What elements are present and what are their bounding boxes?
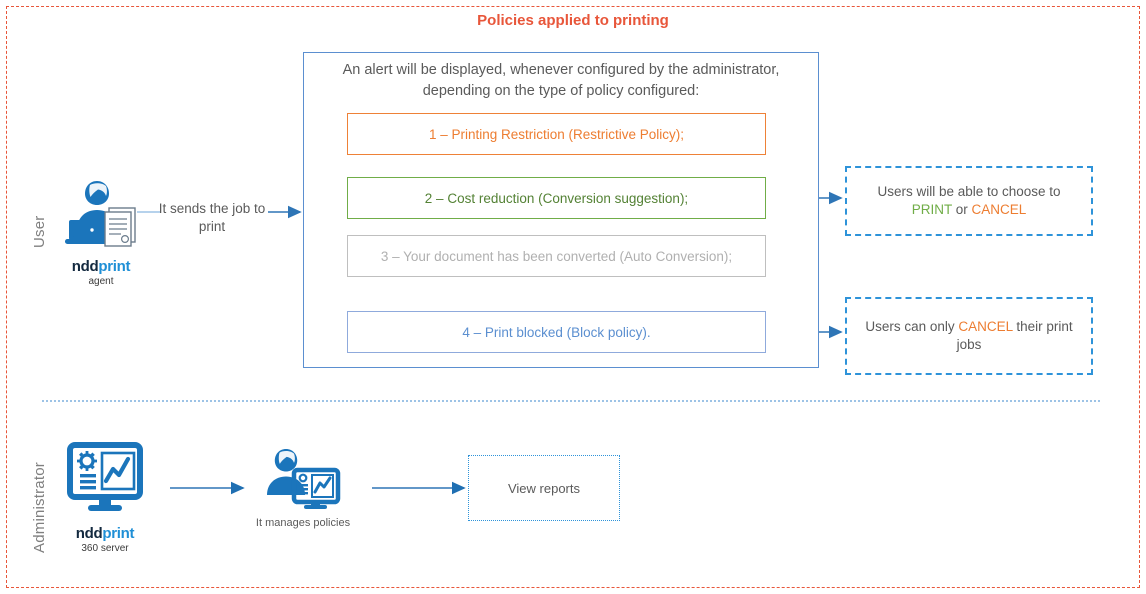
agent-icon-block: nddprint agent bbox=[56, 176, 146, 288]
monitor-gear-chart-icon bbox=[67, 442, 143, 511]
admin-person-monitor-icon bbox=[267, 449, 341, 509]
outer-frame bbox=[6, 6, 1140, 588]
flow-caption-send-job: It sends the job to print bbox=[158, 201, 266, 234]
admin-icon-block: It manages policies bbox=[255, 447, 351, 531]
policy-box-1[interactable]: 1 – Printing Restriction (Restrictive Po… bbox=[347, 113, 766, 155]
server-icon-block: nddprint 360 server bbox=[57, 441, 153, 555]
outcome-1-keyword-cancel: CANCEL bbox=[971, 202, 1027, 217]
outcome-2-keyword-cancel: CANCEL bbox=[958, 318, 1013, 334]
outcome-1-keyword-print: PRINT bbox=[911, 202, 952, 217]
outcome-1-text-middle: or bbox=[951, 202, 972, 217]
lane-label-administrator: Administrator bbox=[31, 462, 48, 553]
admin-icon-caption: It manages policies bbox=[255, 517, 351, 529]
server-logo-print: print bbox=[102, 525, 135, 542]
outcome-box-choose: Users will be able to choose to PRINT or… bbox=[845, 166, 1093, 236]
policy-box-4[interactable]: 4 – Print blocked (Block policy). bbox=[347, 311, 766, 353]
server-logo: nddprint bbox=[57, 525, 153, 543]
outcome-box-cancel-only: Users can only CANCEL their print jobs bbox=[845, 297, 1093, 375]
policy-box-3[interactable]: 3 – Your document has been converted (Au… bbox=[347, 235, 766, 277]
outcome-2-text-before: Users can only bbox=[865, 318, 959, 334]
outcome-1-text-before: Users will be able to choose to bbox=[877, 183, 1061, 199]
agent-logo-sub: agent bbox=[88, 275, 114, 287]
lane-divider bbox=[42, 400, 1100, 402]
user-laptop-document-icon bbox=[65, 181, 136, 247]
server-logo-ndd: ndd bbox=[75, 525, 103, 542]
policy-box-2[interactable]: 2 – Cost reduction (Conversion suggestio… bbox=[347, 177, 766, 219]
server-logo-sub: 360 server bbox=[81, 542, 129, 554]
page-title: Policies applied to printing bbox=[477, 12, 669, 29]
agent-logo-ndd: ndd bbox=[71, 258, 99, 275]
view-reports-box[interactable]: View reports bbox=[468, 455, 620, 521]
outcome-2-text-middle: their print jobs bbox=[956, 318, 1073, 352]
policy-intro-text: An alert will be displayed, whenever con… bbox=[342, 62, 780, 99]
agent-logo-print: print bbox=[98, 258, 131, 275]
agent-logo: nddprint bbox=[56, 258, 146, 276]
lane-label-user: User bbox=[31, 215, 48, 248]
